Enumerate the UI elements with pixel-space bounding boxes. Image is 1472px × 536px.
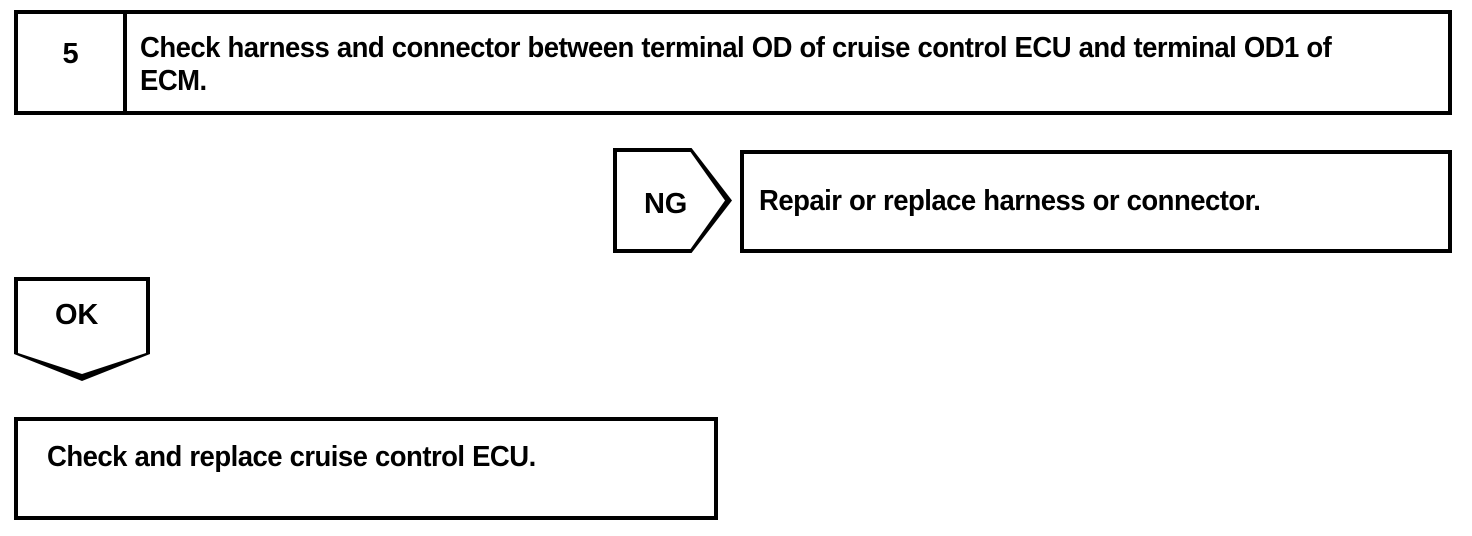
ng-result-marker: NG: [613, 148, 732, 253]
ng-outcome-box: Repair or replace harness or connector.: [740, 150, 1452, 253]
step-row: 5 Check harness and connector between te…: [14, 10, 1452, 115]
ok-outcome-text: Check and replace cruise control ECU.: [47, 441, 536, 473]
step-instruction-cell: Check harness and connector between term…: [127, 14, 1448, 111]
step-number: 5: [62, 38, 79, 70]
ok-result-marker: OK: [14, 277, 150, 381]
step-number-cell: 5: [18, 14, 127, 111]
ok-outcome-box: Check and replace cruise control ECU.: [14, 417, 718, 520]
step-instruction-text: Check harness and connector between term…: [140, 32, 1332, 98]
ng-outcome-text: Repair or replace harness or connector.: [759, 184, 1261, 217]
ng-marker-label: NG: [644, 188, 688, 220]
ok-marker-label: OK: [55, 299, 99, 331]
